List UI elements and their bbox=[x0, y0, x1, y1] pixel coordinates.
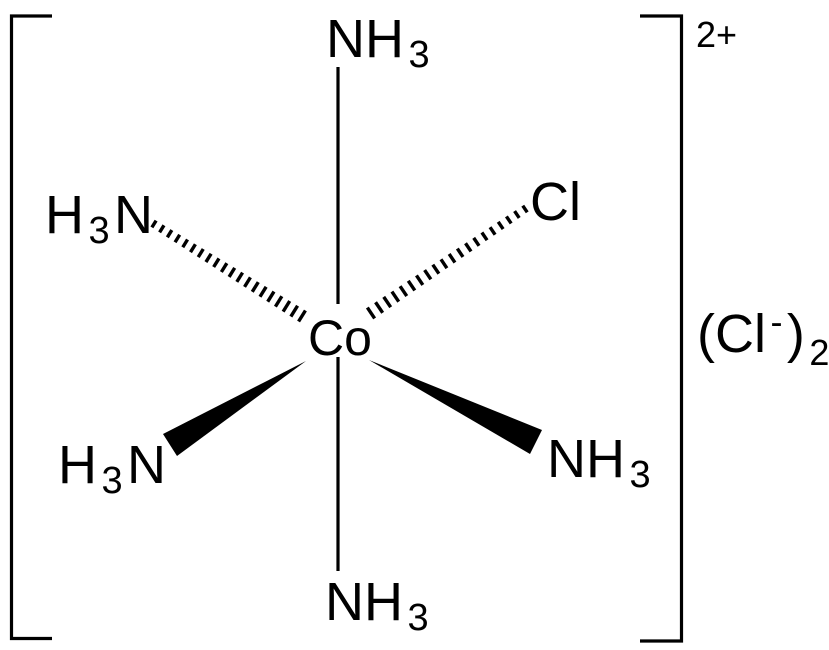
ligand-upper-right-main: Cl bbox=[530, 172, 581, 232]
hash-tick bbox=[273, 295, 284, 308]
charge-value: 2+ bbox=[696, 14, 737, 55]
counterion-label: (Cl - ) 2 bbox=[697, 301, 829, 373]
ligand-lower-left-label: H 3 N bbox=[58, 435, 166, 502]
metal-center-label: Co bbox=[308, 310, 372, 366]
hash-tick bbox=[447, 253, 457, 264]
ligand-bottom-main: NH bbox=[325, 572, 403, 632]
ligand-upper-left-label: H 3 N bbox=[45, 185, 153, 252]
hash-tick bbox=[189, 243, 197, 254]
bond-upper-right-hashed-wedge bbox=[365, 204, 529, 320]
ligand-lower-left-subscript: 3 bbox=[101, 460, 122, 502]
hash-tick bbox=[204, 252, 213, 263]
hash-tick bbox=[250, 281, 260, 293]
hash-tick bbox=[181, 238, 189, 249]
hash-tick bbox=[439, 258, 449, 270]
ligand-bottom-label: NH 3 bbox=[325, 572, 429, 639]
ligand-lower-left-post: N bbox=[127, 435, 166, 495]
bond-lower-left-solid-wedge bbox=[163, 361, 306, 456]
hash-tick bbox=[227, 267, 237, 278]
hash-tick bbox=[496, 220, 505, 231]
right-bracket bbox=[640, 14, 684, 643]
ligand-upper-left-subscript: 3 bbox=[88, 210, 109, 252]
counterion-count-subscript: 2 bbox=[809, 332, 829, 373]
hash-tick bbox=[219, 262, 229, 273]
hash-tick bbox=[374, 301, 385, 314]
ligand-top-label: NH 3 bbox=[326, 9, 430, 76]
hash-tick bbox=[235, 271, 245, 283]
hash-tick bbox=[415, 274, 425, 286]
bond-lower-right-solid-wedge bbox=[369, 360, 542, 454]
hash-tick bbox=[504, 215, 513, 225]
hash-tick bbox=[382, 295, 393, 309]
ligand-upper-left-pre: H bbox=[45, 185, 84, 245]
hash-tick bbox=[165, 229, 174, 239]
hash-tick bbox=[173, 233, 182, 244]
ligand-bottom-subscript: 3 bbox=[407, 597, 428, 639]
hash-tick bbox=[455, 247, 465, 258]
hash-tick bbox=[281, 300, 292, 313]
ligand-upper-left-post: N bbox=[114, 185, 153, 245]
hash-tick bbox=[243, 276, 252, 288]
bond-upper-left-hashed-wedge bbox=[150, 219, 307, 323]
hash-tick bbox=[289, 304, 300, 318]
ligand-lower-right-subscript: 3 bbox=[629, 454, 650, 496]
hash-tick bbox=[212, 257, 221, 268]
ligand-top-main: NH bbox=[326, 9, 404, 69]
metal-symbol: Co bbox=[308, 310, 372, 366]
hash-tick bbox=[398, 285, 409, 298]
charge-label: 2+ bbox=[696, 14, 737, 55]
ligand-lower-left-pre: H bbox=[58, 435, 97, 495]
ligand-top-subscript: 3 bbox=[408, 34, 429, 76]
hash-tick bbox=[196, 248, 205, 259]
hash-tick bbox=[266, 290, 276, 303]
hash-tick bbox=[431, 263, 441, 275]
ligand-lower-right-label: NH 3 bbox=[547, 429, 651, 496]
counterion-close: ) bbox=[787, 304, 805, 364]
hash-tick bbox=[423, 269, 433, 281]
ligand-upper-right-label: Cl bbox=[530, 172, 581, 232]
hash-tick bbox=[390, 290, 401, 303]
hash-tick bbox=[297, 309, 307, 323]
hash-tick bbox=[406, 279, 417, 292]
hash-tick bbox=[480, 231, 489, 242]
hash-tick bbox=[150, 219, 158, 229]
left-bracket bbox=[9, 14, 52, 641]
ligand-lower-right-main: NH bbox=[547, 429, 625, 489]
hash-tick bbox=[521, 204, 529, 214]
hash-tick bbox=[513, 210, 521, 219]
hash-tick bbox=[472, 236, 481, 247]
hash-tick bbox=[158, 224, 166, 234]
hash-tick bbox=[488, 226, 497, 236]
counterion-charge-superscript: - bbox=[770, 301, 782, 342]
hash-tick bbox=[258, 285, 268, 298]
counterion-open: (Cl bbox=[697, 304, 766, 364]
hash-tick bbox=[464, 242, 473, 253]
hash-tick bbox=[365, 306, 377, 320]
